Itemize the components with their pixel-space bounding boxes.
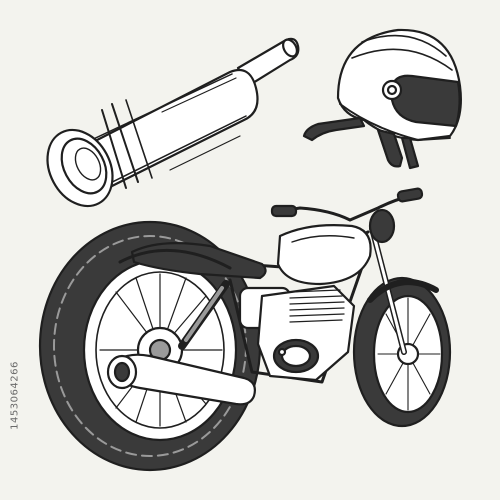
stock-id-text: 1453064266 (9, 361, 21, 430)
engine (256, 284, 356, 382)
motorcycle-helmet-icon (302, 28, 462, 170)
exhaust-muffler-icon (46, 37, 300, 208)
motorcycle-icon (38, 187, 452, 472)
